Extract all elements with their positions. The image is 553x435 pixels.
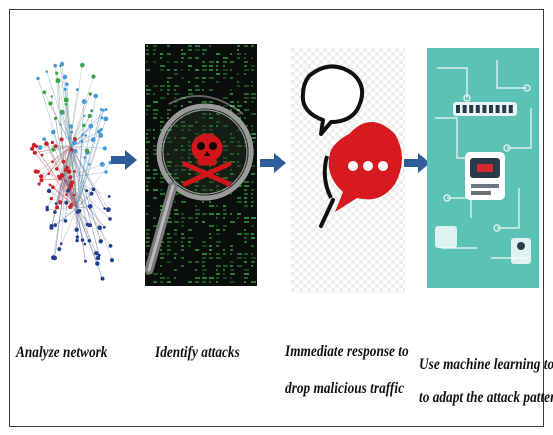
caption-adapt: Use machine learning tools to adapt the … [419,351,553,412]
flow-arrow-1 [111,150,137,170]
magnifier-skull-icon [145,44,257,286]
flow-arrow-3 [404,153,430,173]
flow-arrow-2 [260,153,286,173]
caption-identify: Identify attacks [155,339,240,367]
speech-bubbles-icon [291,48,405,293]
network-graph-icon [30,61,115,281]
figure-frame: Analyze network Identify attacks Immedia… [9,9,553,427]
caption-line: Analyze network [16,344,108,361]
caption-line: Use machine learning tools [419,356,553,373]
caption-respond: Immediate response to drop malicious tra… [285,338,409,403]
caption-line: Immediate response to [285,343,409,360]
ml-circuit-icon [427,48,539,288]
caption-analyze: Analyze network [16,339,107,367]
caption-line: drop malicious traffic [285,380,404,397]
caption-line: Identify attacks [155,344,240,361]
caption-line: to adapt the attack pattern [419,389,553,406]
